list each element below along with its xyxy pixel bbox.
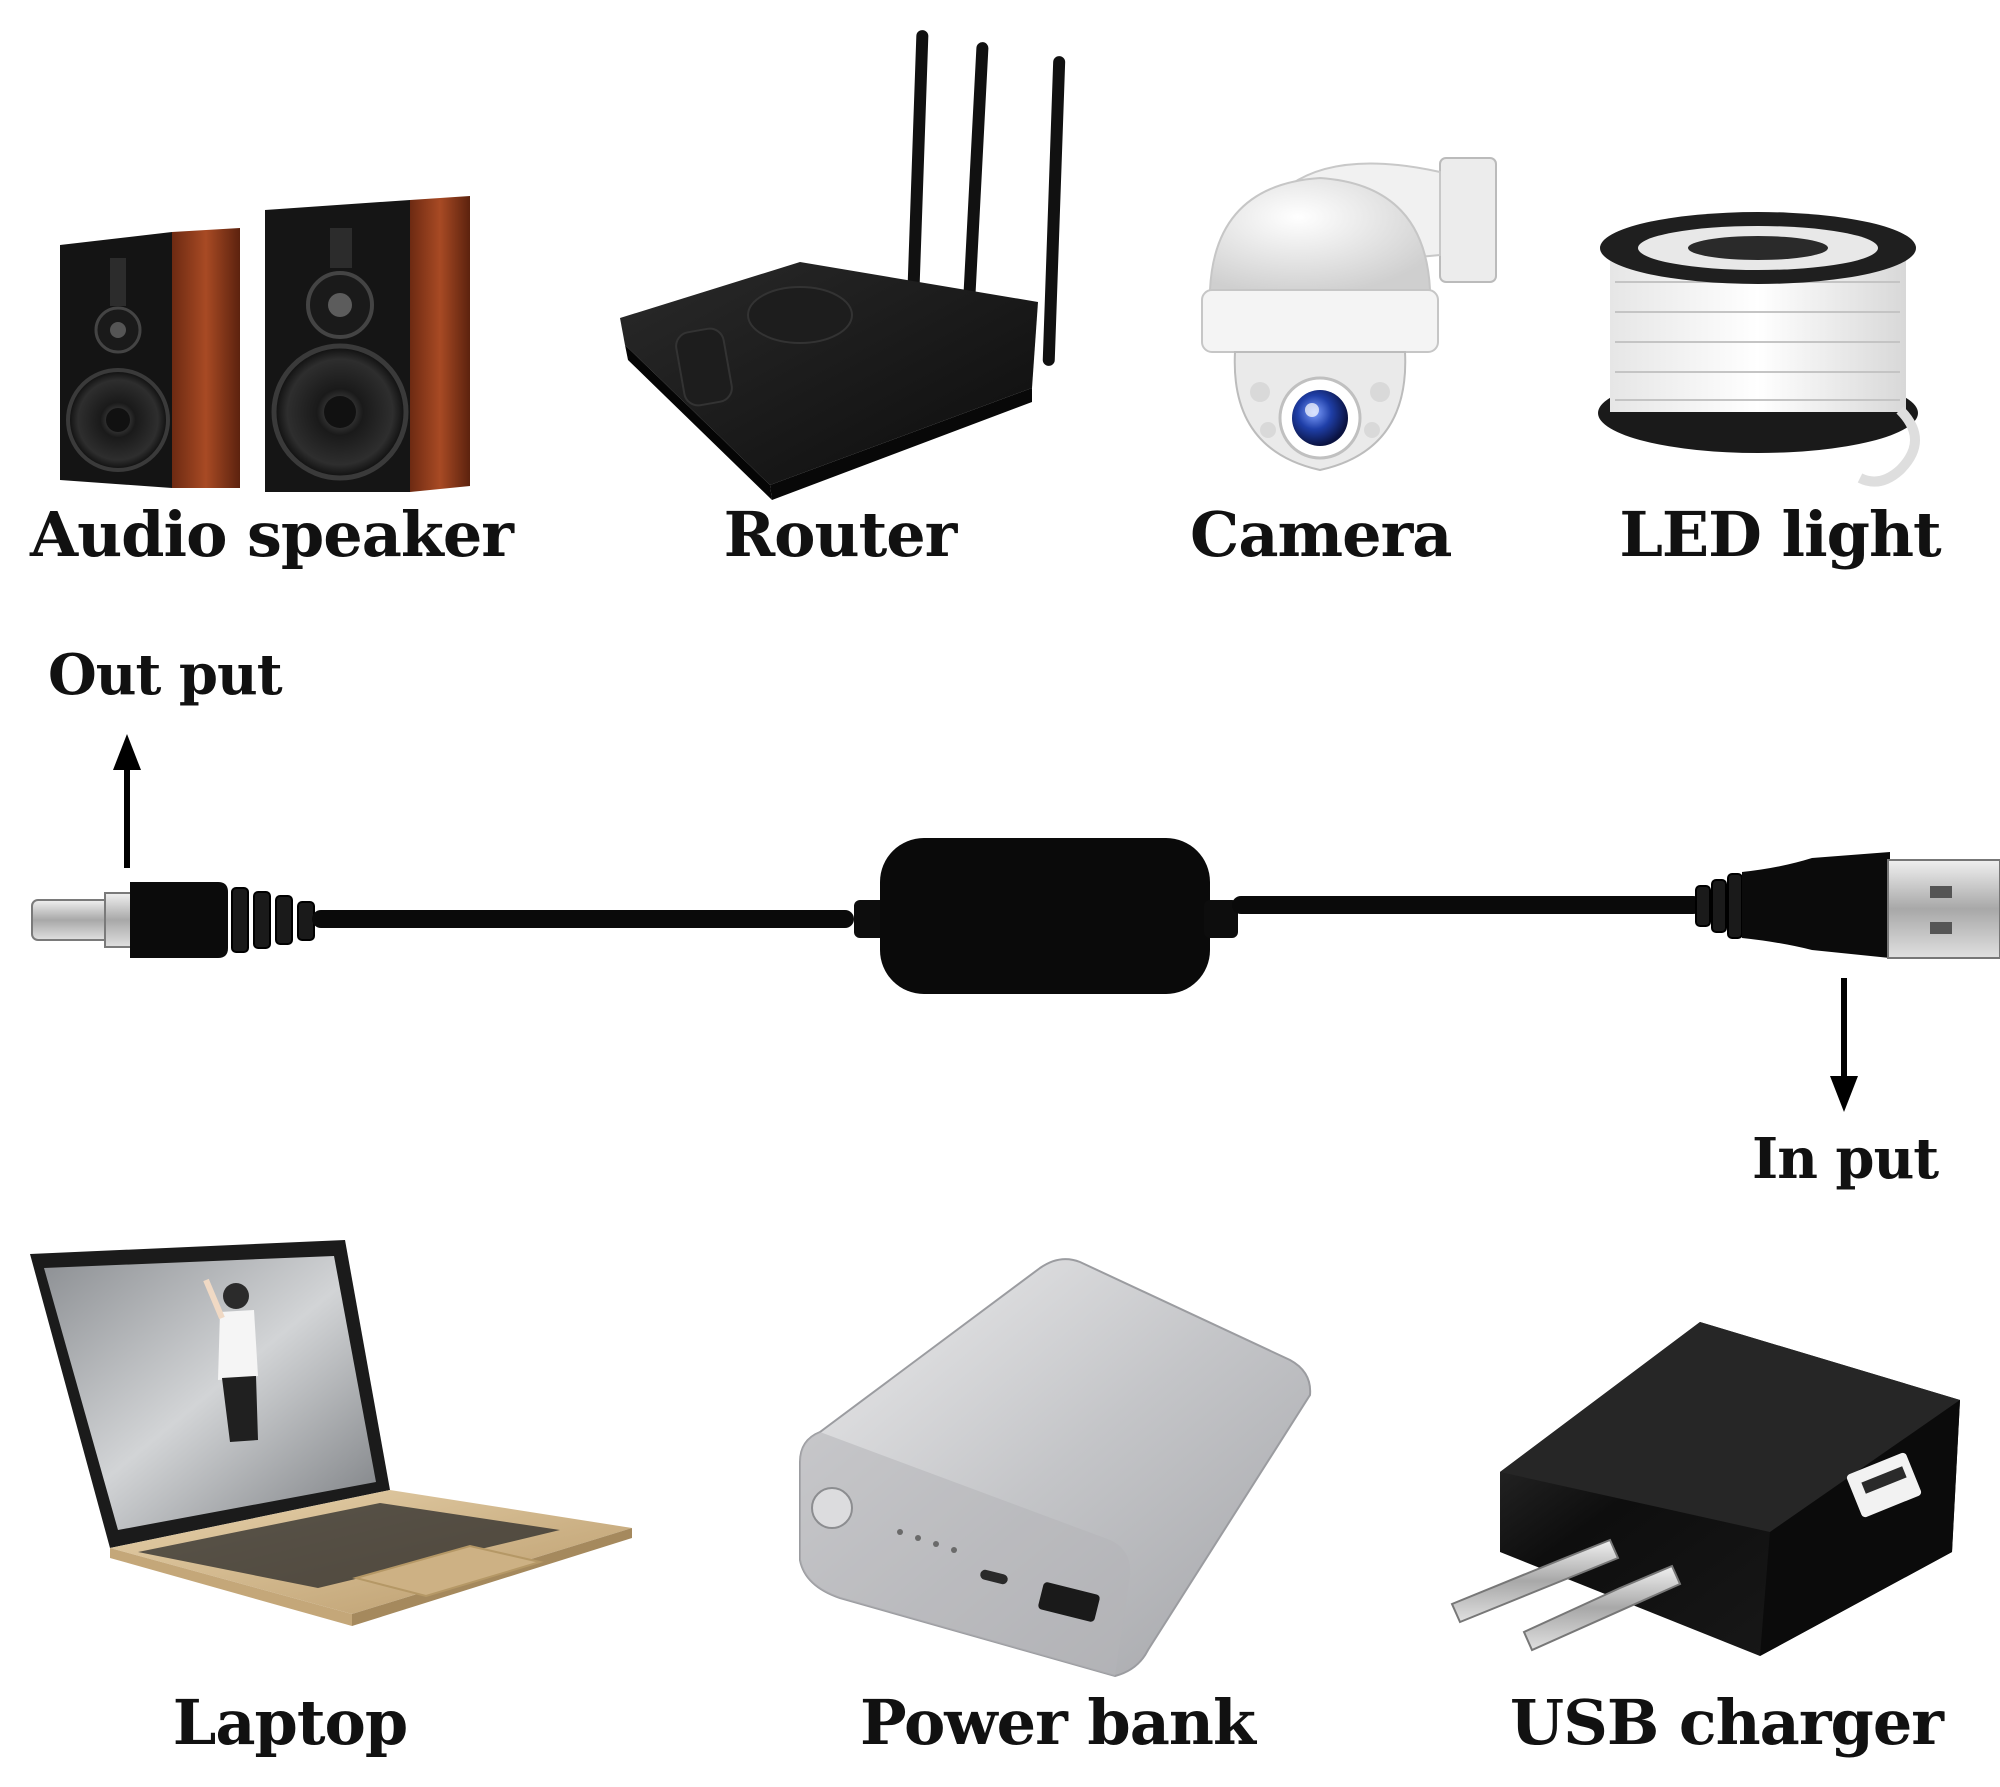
speaker-pair-icon [60,196,470,492]
label-laptop: Laptop [172,1686,408,1759]
output-label: Out put [48,642,283,708]
input-label: In put [1752,1126,1939,1192]
dome-camera-icon [1201,157,1497,472]
label-camera: Camera [1190,498,1452,571]
usb-to-dc-boost-cable-icon [31,838,2000,994]
label-power-bank: Power bank [860,1686,1256,1759]
output-arrow-icon [113,734,141,868]
label-usb-charger: USB charger [1510,1686,1944,1759]
laptop-icon [30,1240,632,1626]
label-router: Router [723,498,958,571]
input-arrow-icon [1830,978,1858,1112]
usb-wall-charger-icon [1450,1322,1960,1656]
router-icon [620,30,1066,500]
power-bank-icon [799,1258,1312,1678]
label-audio-speaker: Audio speaker [30,498,514,571]
led-strip-reel-icon [1598,212,1920,487]
label-led-light: LED light [1619,498,1941,571]
